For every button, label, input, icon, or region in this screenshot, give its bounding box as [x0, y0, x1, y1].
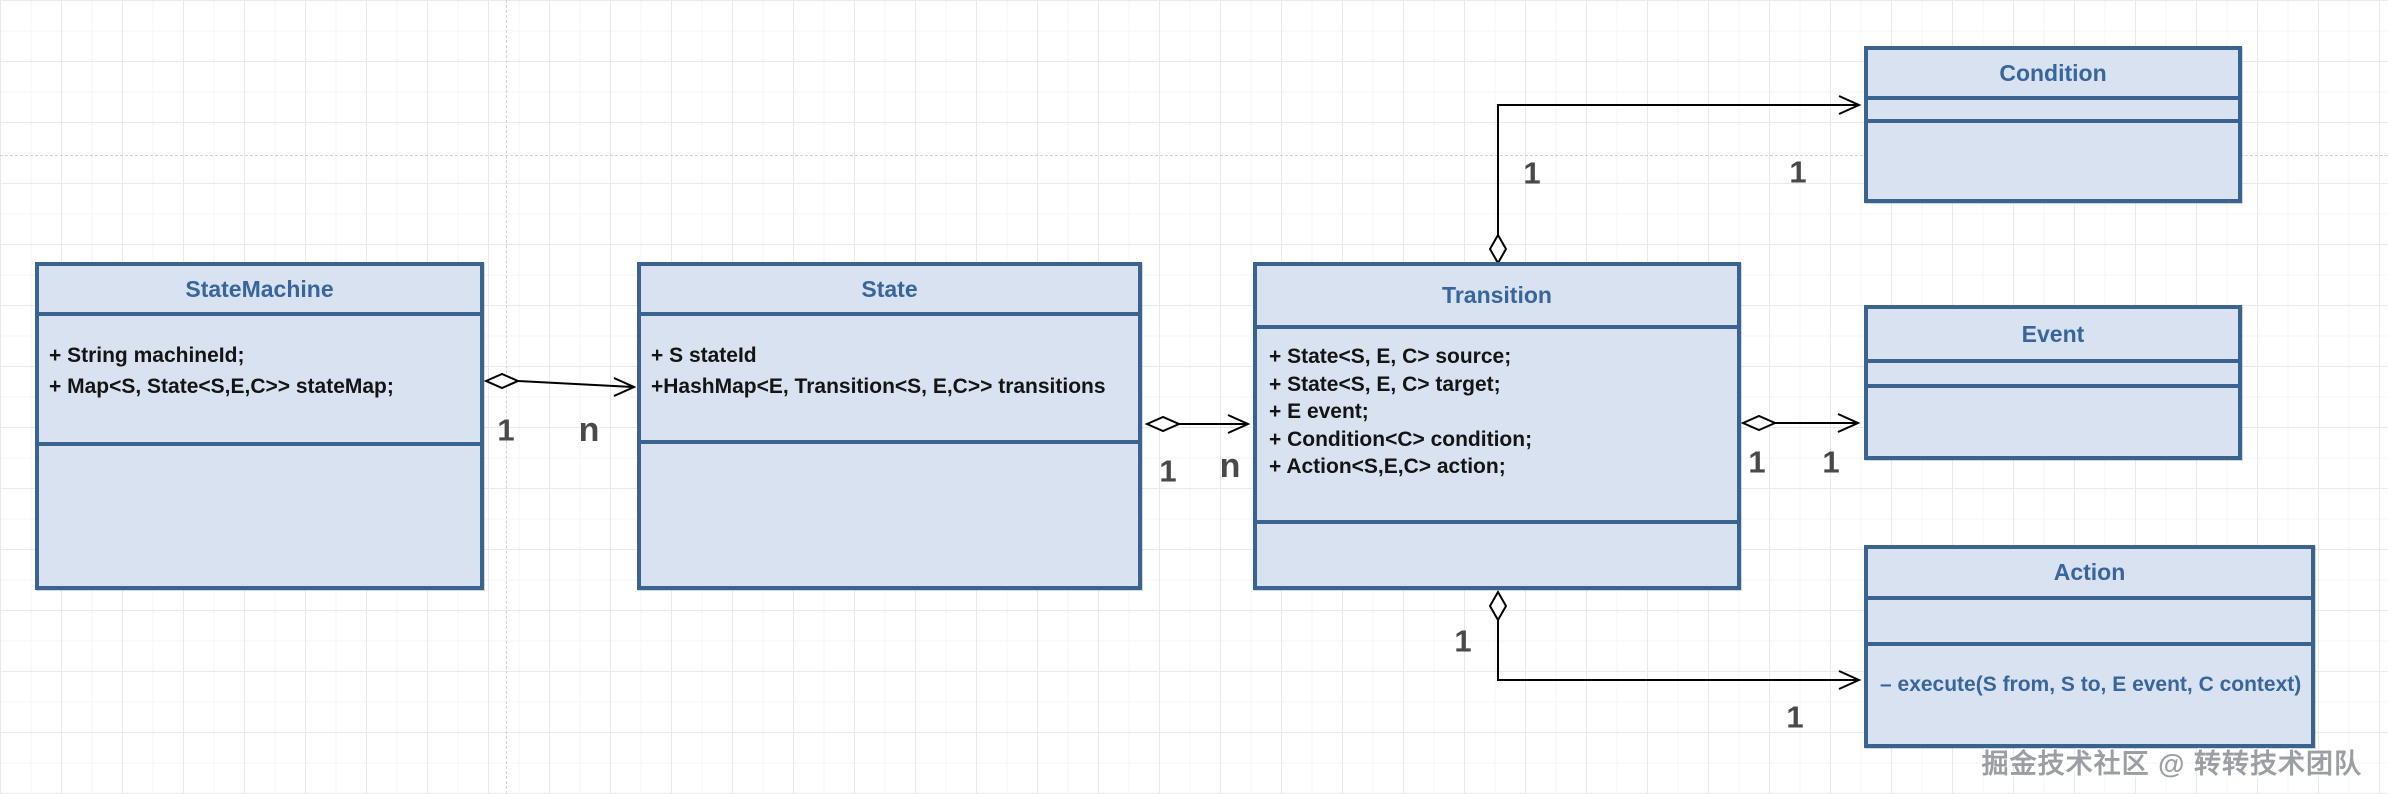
class-methods: [1868, 119, 2238, 199]
class-attributes: [1868, 359, 2238, 384]
multiplicity-label: 1: [1454, 623, 1472, 659]
open-arrowhead-icon: [1838, 95, 1862, 115]
connector-statemachine-state: [483, 372, 637, 397]
aggregation-diamond-icon: [1488, 232, 1508, 266]
multiplicity-label: 1: [1786, 699, 1804, 735]
uml-class-action: Action – execute(S from, S to, E event, …: [1864, 545, 2315, 748]
open-arrowhead-icon: [1837, 413, 1861, 433]
class-title: StateMachine: [185, 275, 334, 302]
connector-state-transition: [1144, 414, 1251, 434]
class-attribute: +HashMap<E, Transition<S, E,C>> transiti…: [651, 375, 1106, 398]
class-title: Action: [2053, 559, 2126, 585]
class-attribute: + E event;: [1269, 400, 1369, 423]
class-attributes: + State<S, E, C> source; + State<S, E, C…: [1257, 325, 1737, 520]
class-title: State: [861, 275, 918, 302]
class-method: – execute(S from, S to, E event, C conte…: [1880, 673, 2302, 696]
aggregation-diamond-icon: [1740, 414, 1778, 432]
class-attribute: + Action<S,E,C> action;: [1269, 455, 1506, 478]
uml-class-condition: Condition: [1864, 46, 2242, 203]
class-attribute: + State<S, E, C> source;: [1269, 345, 1512, 368]
class-attributes: + S stateId +HashMap<E, Transition<S, E,…: [641, 312, 1138, 440]
multiplicity-label: 1: [1748, 444, 1766, 480]
multiplicity-label: 1: [1159, 453, 1177, 489]
connector-line: [1497, 620, 1858, 681]
connector-transition-event: [1740, 413, 1861, 433]
multiplicity-label: 1: [1789, 154, 1807, 190]
open-arrowhead-icon: [613, 377, 637, 397]
class-attributes: [1868, 596, 2311, 642]
class-methods: [1257, 520, 1737, 586]
page-guide-vertical: [506, 0, 507, 794]
uml-class-statemachine: StateMachine + String machineId; + Map<S…: [35, 262, 484, 590]
multiplicity-label: n: [578, 411, 600, 449]
multiplicity-label: 1: [497, 412, 515, 448]
aggregation-diamond-icon: [1488, 589, 1508, 623]
class-methods: [1868, 384, 2238, 456]
multiplicity-label: 1: [1822, 444, 1840, 480]
class-attribute: + Condition<C> condition;: [1269, 427, 1533, 451]
multiplicity-label: 1: [1523, 155, 1541, 191]
uml-class-state: State + S stateId +HashMap<E, Transition…: [637, 262, 1142, 590]
aggregation-diamond-icon: [483, 372, 521, 390]
uml-class-transition: Transition + State<S, E, C> source; + St…: [1253, 262, 1741, 590]
class-attribute: + String machineId;: [49, 344, 245, 367]
class-attribute: + State<S, E, C> target;: [1269, 372, 1501, 396]
open-arrowhead-icon: [1838, 670, 1862, 690]
aggregation-diamond-icon: [1144, 415, 1182, 433]
class-attribute: + Map<S, State<S,E,C>> stateMap;: [49, 375, 394, 398]
multiplicity-label: n: [1219, 447, 1241, 485]
class-methods: [39, 442, 480, 586]
class-attribute: + S stateId: [651, 344, 757, 367]
class-title: Transition: [1442, 282, 1552, 308]
class-attributes: + String machineId; + Map<S, State<S,E,C…: [39, 312, 480, 442]
uml-class-event: Event: [1864, 305, 2242, 460]
page-guide-horizontal: [0, 155, 2388, 156]
open-arrowhead-icon: [1227, 414, 1251, 434]
class-attributes: [1868, 96, 2238, 119]
class-methods: [641, 440, 1138, 586]
connector-line: [517, 380, 634, 388]
class-title: Condition: [1999, 59, 2107, 86]
connector-transition-action: [1488, 589, 1862, 690]
class-methods: – execute(S from, S to, E event, C conte…: [1868, 642, 2311, 744]
class-title: Event: [2021, 320, 2085, 347]
watermark-text: 掘金技术社区 @ 转转技术团队: [1981, 749, 2362, 779]
